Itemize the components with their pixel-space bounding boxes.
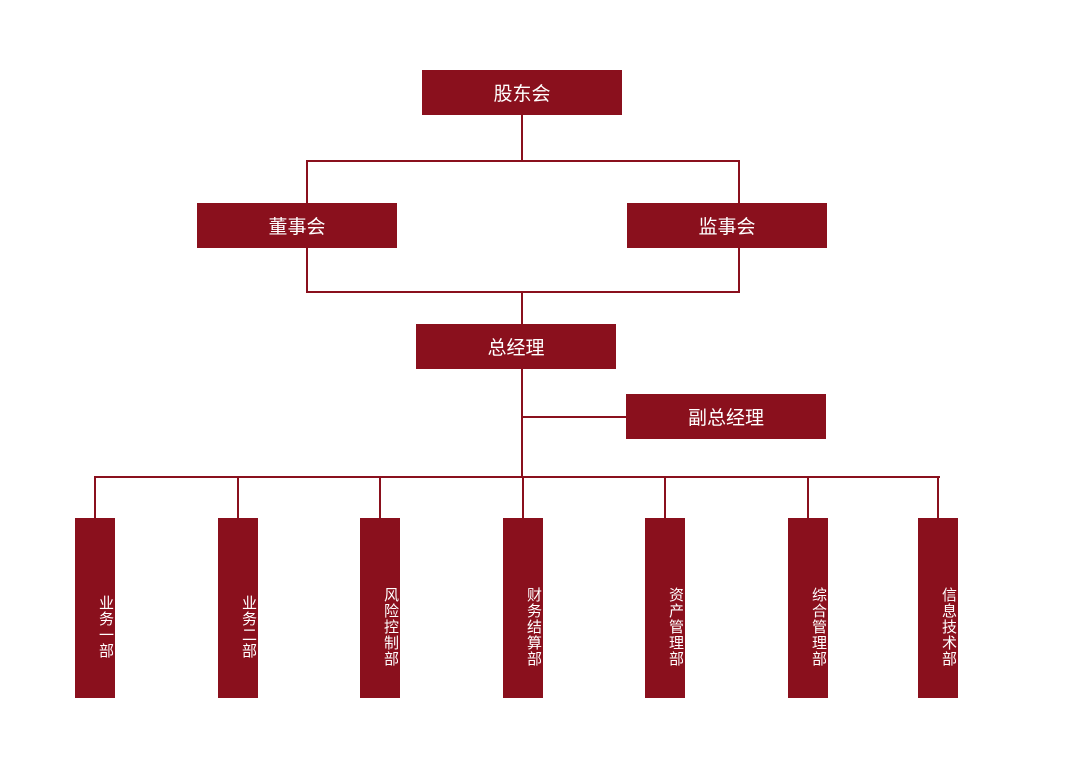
node-dept-business-2: 业务二部 [218,518,258,698]
connector-dept-6 [807,476,809,519]
connector-middle-bar [306,291,740,293]
node-dept-information-technology: 信息技术部 [918,518,958,698]
connector-to-gm [521,291,523,325]
connector-dept-3 [379,476,381,519]
node-dept-finance-settlement: 财务结算部 [503,518,543,698]
node-board: 董事会 [197,203,397,248]
connector-shareholders-down [521,114,523,162]
connector-dept-7 [937,476,939,519]
connector-dept-2 [237,476,239,519]
connector-dept-1 [94,476,96,519]
connector-gm-down [521,368,523,478]
node-shareholders: 股东会 [422,70,622,115]
node-general-manager: 总经理 [416,324,616,369]
connector-dept-4 [522,476,524,519]
connector-dept-bar [94,476,940,478]
connector-supervisors-down [738,247,740,293]
node-dept-risk-control: 风险控制部 [360,518,400,698]
connector-to-board [306,160,308,204]
connector-to-supervisors [738,160,740,204]
node-dept-asset-management: 资产管理部 [645,518,685,698]
node-dept-general-management: 综合管理部 [788,518,828,698]
node-supervisors: 监事会 [627,203,827,248]
node-dept-business-1: 业务一部 [75,518,115,698]
connector-top-bar [306,160,740,162]
connector-to-deputy-gm [521,416,627,418]
connector-board-down [306,247,308,293]
connector-dept-5 [664,476,666,519]
node-deputy-general-manager: 副总经理 [626,394,826,439]
